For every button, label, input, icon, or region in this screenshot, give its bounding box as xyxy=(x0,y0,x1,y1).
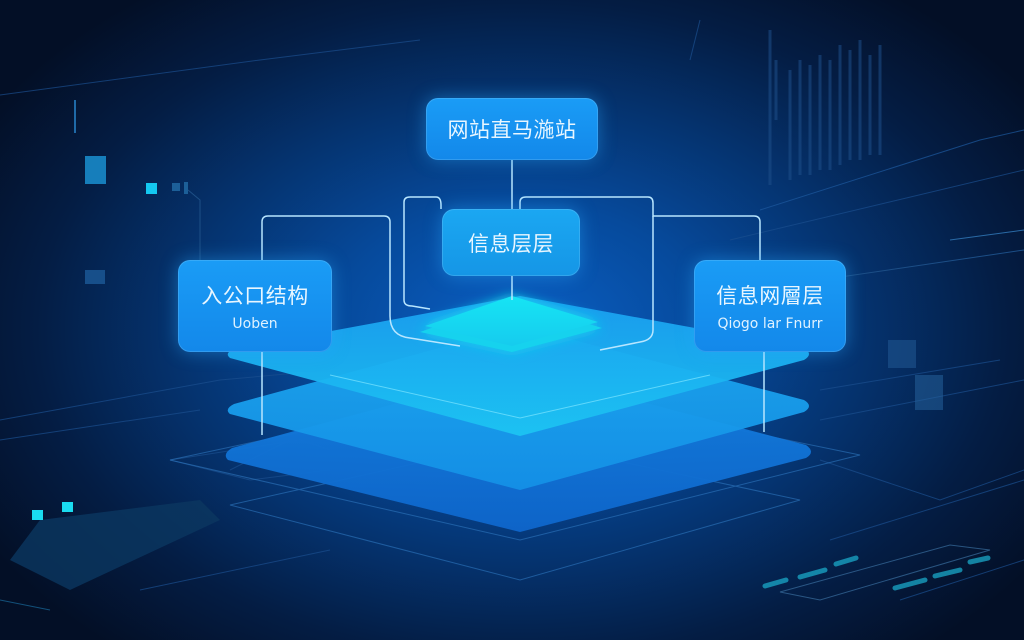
node-title: 网站直马湤站 xyxy=(447,118,577,142)
core-chip xyxy=(420,296,602,352)
node-subtitle: Qiogo lar Fnurr xyxy=(717,316,823,332)
node-title: 信息层层 xyxy=(468,231,554,256)
node-entry-structure[interactable]: 入公口结构 Uoben xyxy=(178,260,332,352)
top-plate xyxy=(227,296,809,436)
deco-square xyxy=(85,156,106,184)
node-title: 入公口结构 xyxy=(201,284,309,308)
node-subtitle: Uoben xyxy=(232,316,278,332)
node-website-root[interactable]: 网站直马湤站 xyxy=(426,98,598,160)
node-info-layer[interactable]: 信息层层 xyxy=(442,209,580,276)
connectors xyxy=(261,160,765,435)
node-title: 信息网層层 xyxy=(716,284,824,308)
node-info-network-layer[interactable]: 信息网層层 Qiogo lar Fnurr xyxy=(694,260,846,352)
